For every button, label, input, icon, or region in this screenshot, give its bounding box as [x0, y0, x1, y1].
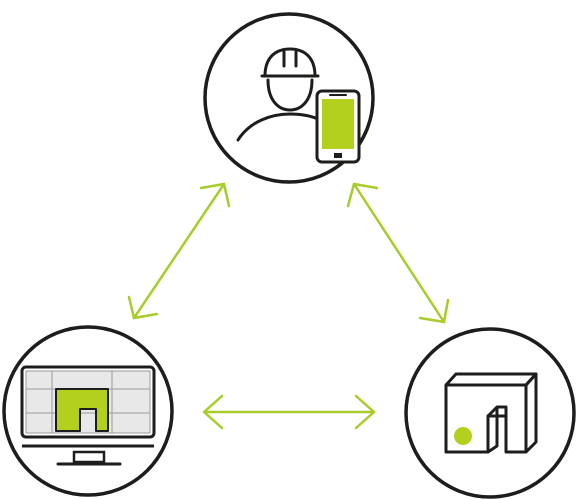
arrowhead-left-icon [202, 394, 224, 430]
arrow-worker-computer [127, 182, 231, 320]
arrowhead-bottom-icon [418, 298, 450, 324]
node-computer [2, 325, 174, 497]
smartphone-icon [315, 89, 361, 164]
arrowhead-bottom-icon [127, 295, 159, 320]
node-worker [203, 12, 375, 184]
arrowhead-right-icon [354, 394, 376, 430]
node-component [404, 327, 576, 499]
arrow-computer-component [202, 394, 376, 430]
arrowhead-top-icon [199, 182, 231, 208]
arrowhead-top-icon [346, 182, 379, 208]
highlighted-element-icon [55, 388, 109, 432]
arrow-worker-component [346, 182, 450, 324]
green-dot-marker [454, 427, 472, 445]
desktop-monitor-icon [20, 365, 156, 466]
